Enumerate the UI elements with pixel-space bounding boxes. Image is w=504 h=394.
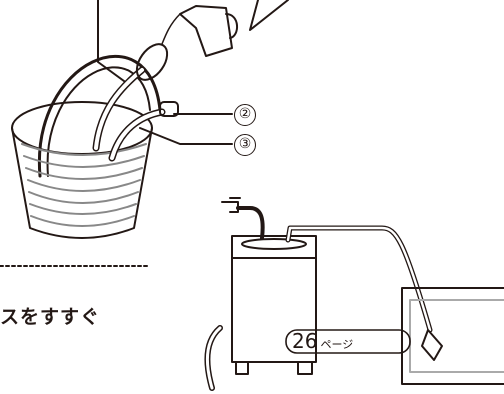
bucket (12, 56, 160, 238)
speech-bubble-edge (250, 0, 288, 30)
washing-machine (207, 236, 316, 388)
callout-2: ② (234, 104, 256, 126)
leader-line-3 (140, 128, 232, 144)
faucet (222, 198, 263, 238)
leader-line-top (98, 0, 128, 84)
page-number: 26 (292, 330, 317, 352)
callout-3: ③ (234, 134, 256, 156)
page-unit: ページ (320, 336, 353, 352)
pitcher (162, 6, 237, 56)
instruction-text: スをすすぐ (0, 302, 100, 329)
hose-to-tub (288, 228, 430, 330)
page-reference: 26 ページ (292, 330, 422, 352)
